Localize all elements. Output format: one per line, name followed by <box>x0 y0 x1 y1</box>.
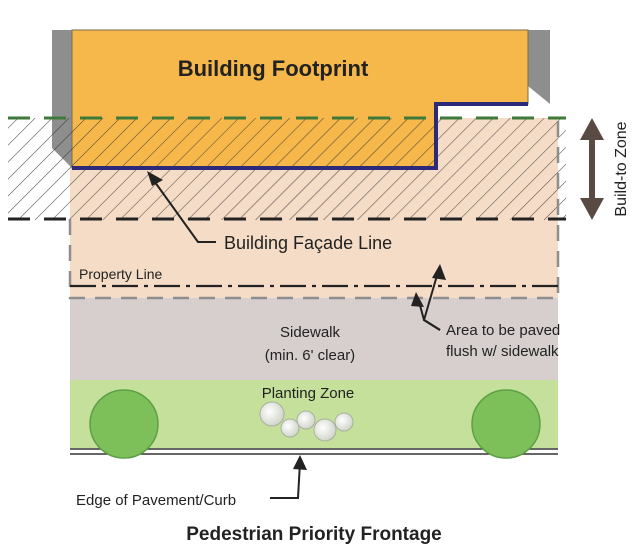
facade-leader <box>151 177 216 243</box>
tree-right <box>471 389 541 459</box>
edge-of-pavement-label: Edge of Pavement/Curb <box>76 492 236 509</box>
area-paved-label-line2: flush w/ sidewalk <box>446 343 559 360</box>
sidewalk-note-label: (min. 6' clear) <box>265 347 355 364</box>
property-line-label: Property Line <box>79 266 162 282</box>
sidewalk-band <box>70 298 558 380</box>
build-zone-arrow <box>580 118 604 220</box>
shrub-cluster <box>259 401 354 442</box>
tree-left <box>89 389 159 459</box>
building-shadow-right <box>528 30 550 104</box>
building-footprint-label: Building Footprint <box>178 56 369 81</box>
planting-zone-label: Planting Zone <box>262 385 355 402</box>
building-facade-line-label: Building Façade Line <box>224 233 392 253</box>
sidewalk-label: Sidewalk <box>280 324 341 341</box>
building-facade-line <box>72 102 528 170</box>
curb-leader <box>270 461 301 499</box>
diagram-title: Pedestrian Priority Frontage <box>186 524 442 545</box>
build-to-zone-label: Build-to Zone <box>613 121 630 216</box>
facade-leader-arrowhead <box>147 171 163 186</box>
curb-leader-arrowhead <box>293 455 307 470</box>
paved-leader-arrowhead-up <box>432 264 446 280</box>
paved-leader-arrowhead-down <box>411 292 424 307</box>
paved-area-outline <box>68 118 560 300</box>
area-paved-label-line1: Area to be paved <box>446 322 560 339</box>
